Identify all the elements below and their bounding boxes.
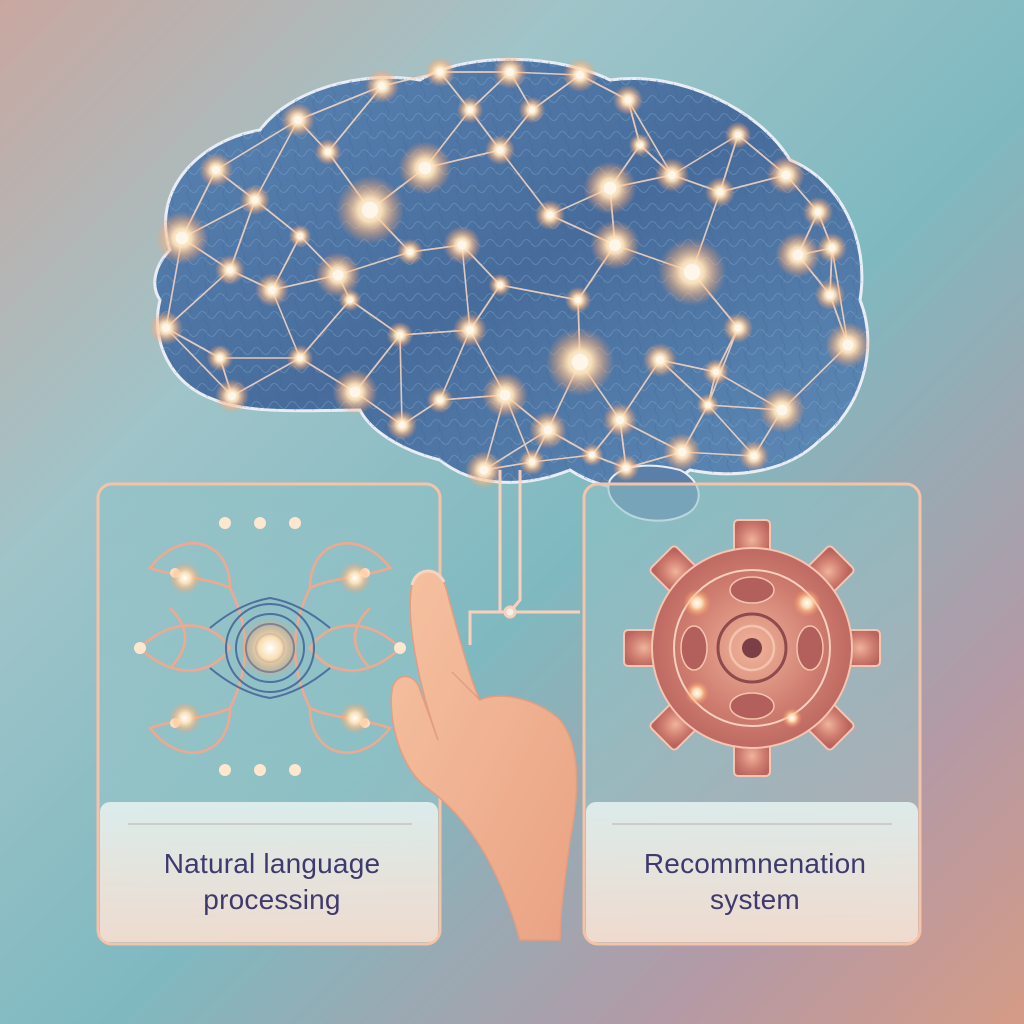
network-node (792, 249, 804, 261)
card-nlp-label-line2: processing (203, 884, 341, 915)
card-nlp-label-line1: Natural language (163, 848, 381, 879)
network-node (211, 165, 221, 175)
network-node (677, 447, 687, 457)
network-node (251, 196, 259, 204)
network-node (466, 106, 474, 114)
network-node (543, 425, 553, 435)
network-node (750, 452, 758, 460)
network-node (505, 67, 515, 77)
network-node (479, 465, 489, 475)
network-node (297, 233, 303, 239)
network-node (293, 115, 303, 125)
network-node (324, 148, 332, 156)
network-node (712, 368, 720, 376)
network-node (637, 142, 643, 148)
network-node (655, 355, 665, 365)
network-node (546, 211, 554, 219)
network-node (814, 208, 822, 216)
network-node (528, 458, 536, 466)
network-node (776, 404, 788, 416)
network-node (497, 282, 503, 288)
network-node (589, 452, 595, 458)
network-node (705, 402, 711, 408)
network-node (716, 188, 724, 196)
network-node (216, 354, 224, 362)
card-rec-label-line2: system (710, 884, 800, 915)
network-node (457, 240, 467, 250)
card-rec-label: Recommnenation system (596, 846, 914, 918)
network-node (575, 70, 585, 80)
network-node (418, 161, 432, 175)
network-node (226, 266, 234, 274)
network-node (828, 244, 836, 252)
network-node (161, 323, 171, 333)
network-node (436, 68, 444, 76)
network-node (683, 263, 701, 281)
network-node (603, 181, 617, 195)
network-node (571, 353, 589, 371)
network-node (496, 146, 504, 154)
network-node (406, 248, 414, 256)
network-node (398, 421, 406, 429)
network-node (615, 415, 625, 425)
network-node (267, 285, 277, 295)
network-node (396, 331, 404, 339)
network-node (734, 131, 742, 139)
network-node (826, 291, 834, 299)
network-node (436, 396, 444, 404)
network-node (622, 464, 630, 472)
network-node (349, 386, 361, 398)
card-nlp-label: Natural language processing (112, 846, 432, 918)
network-node (528, 106, 536, 114)
network-node (667, 170, 677, 180)
brain-network (148, 54, 871, 522)
network-node (347, 297, 353, 303)
card-nlp (96, 482, 442, 946)
network-node (175, 231, 189, 245)
network-node (842, 339, 854, 351)
network-node (734, 324, 742, 332)
network-node (332, 269, 344, 281)
network-node (465, 325, 475, 335)
network-node (624, 96, 632, 104)
network-node (609, 239, 621, 251)
network-node (296, 354, 304, 362)
hand-icon (390, 569, 578, 941)
network-node (499, 389, 511, 401)
network-node (574, 296, 582, 304)
network-node (361, 201, 379, 219)
network-node (781, 170, 791, 180)
ornament-network-icon (134, 517, 406, 776)
network-node (377, 81, 387, 91)
connector-lines (468, 470, 580, 645)
gear-icon (623, 519, 881, 777)
network-node (227, 391, 237, 401)
card-rec-label-line1: Recommnenation (643, 848, 867, 879)
